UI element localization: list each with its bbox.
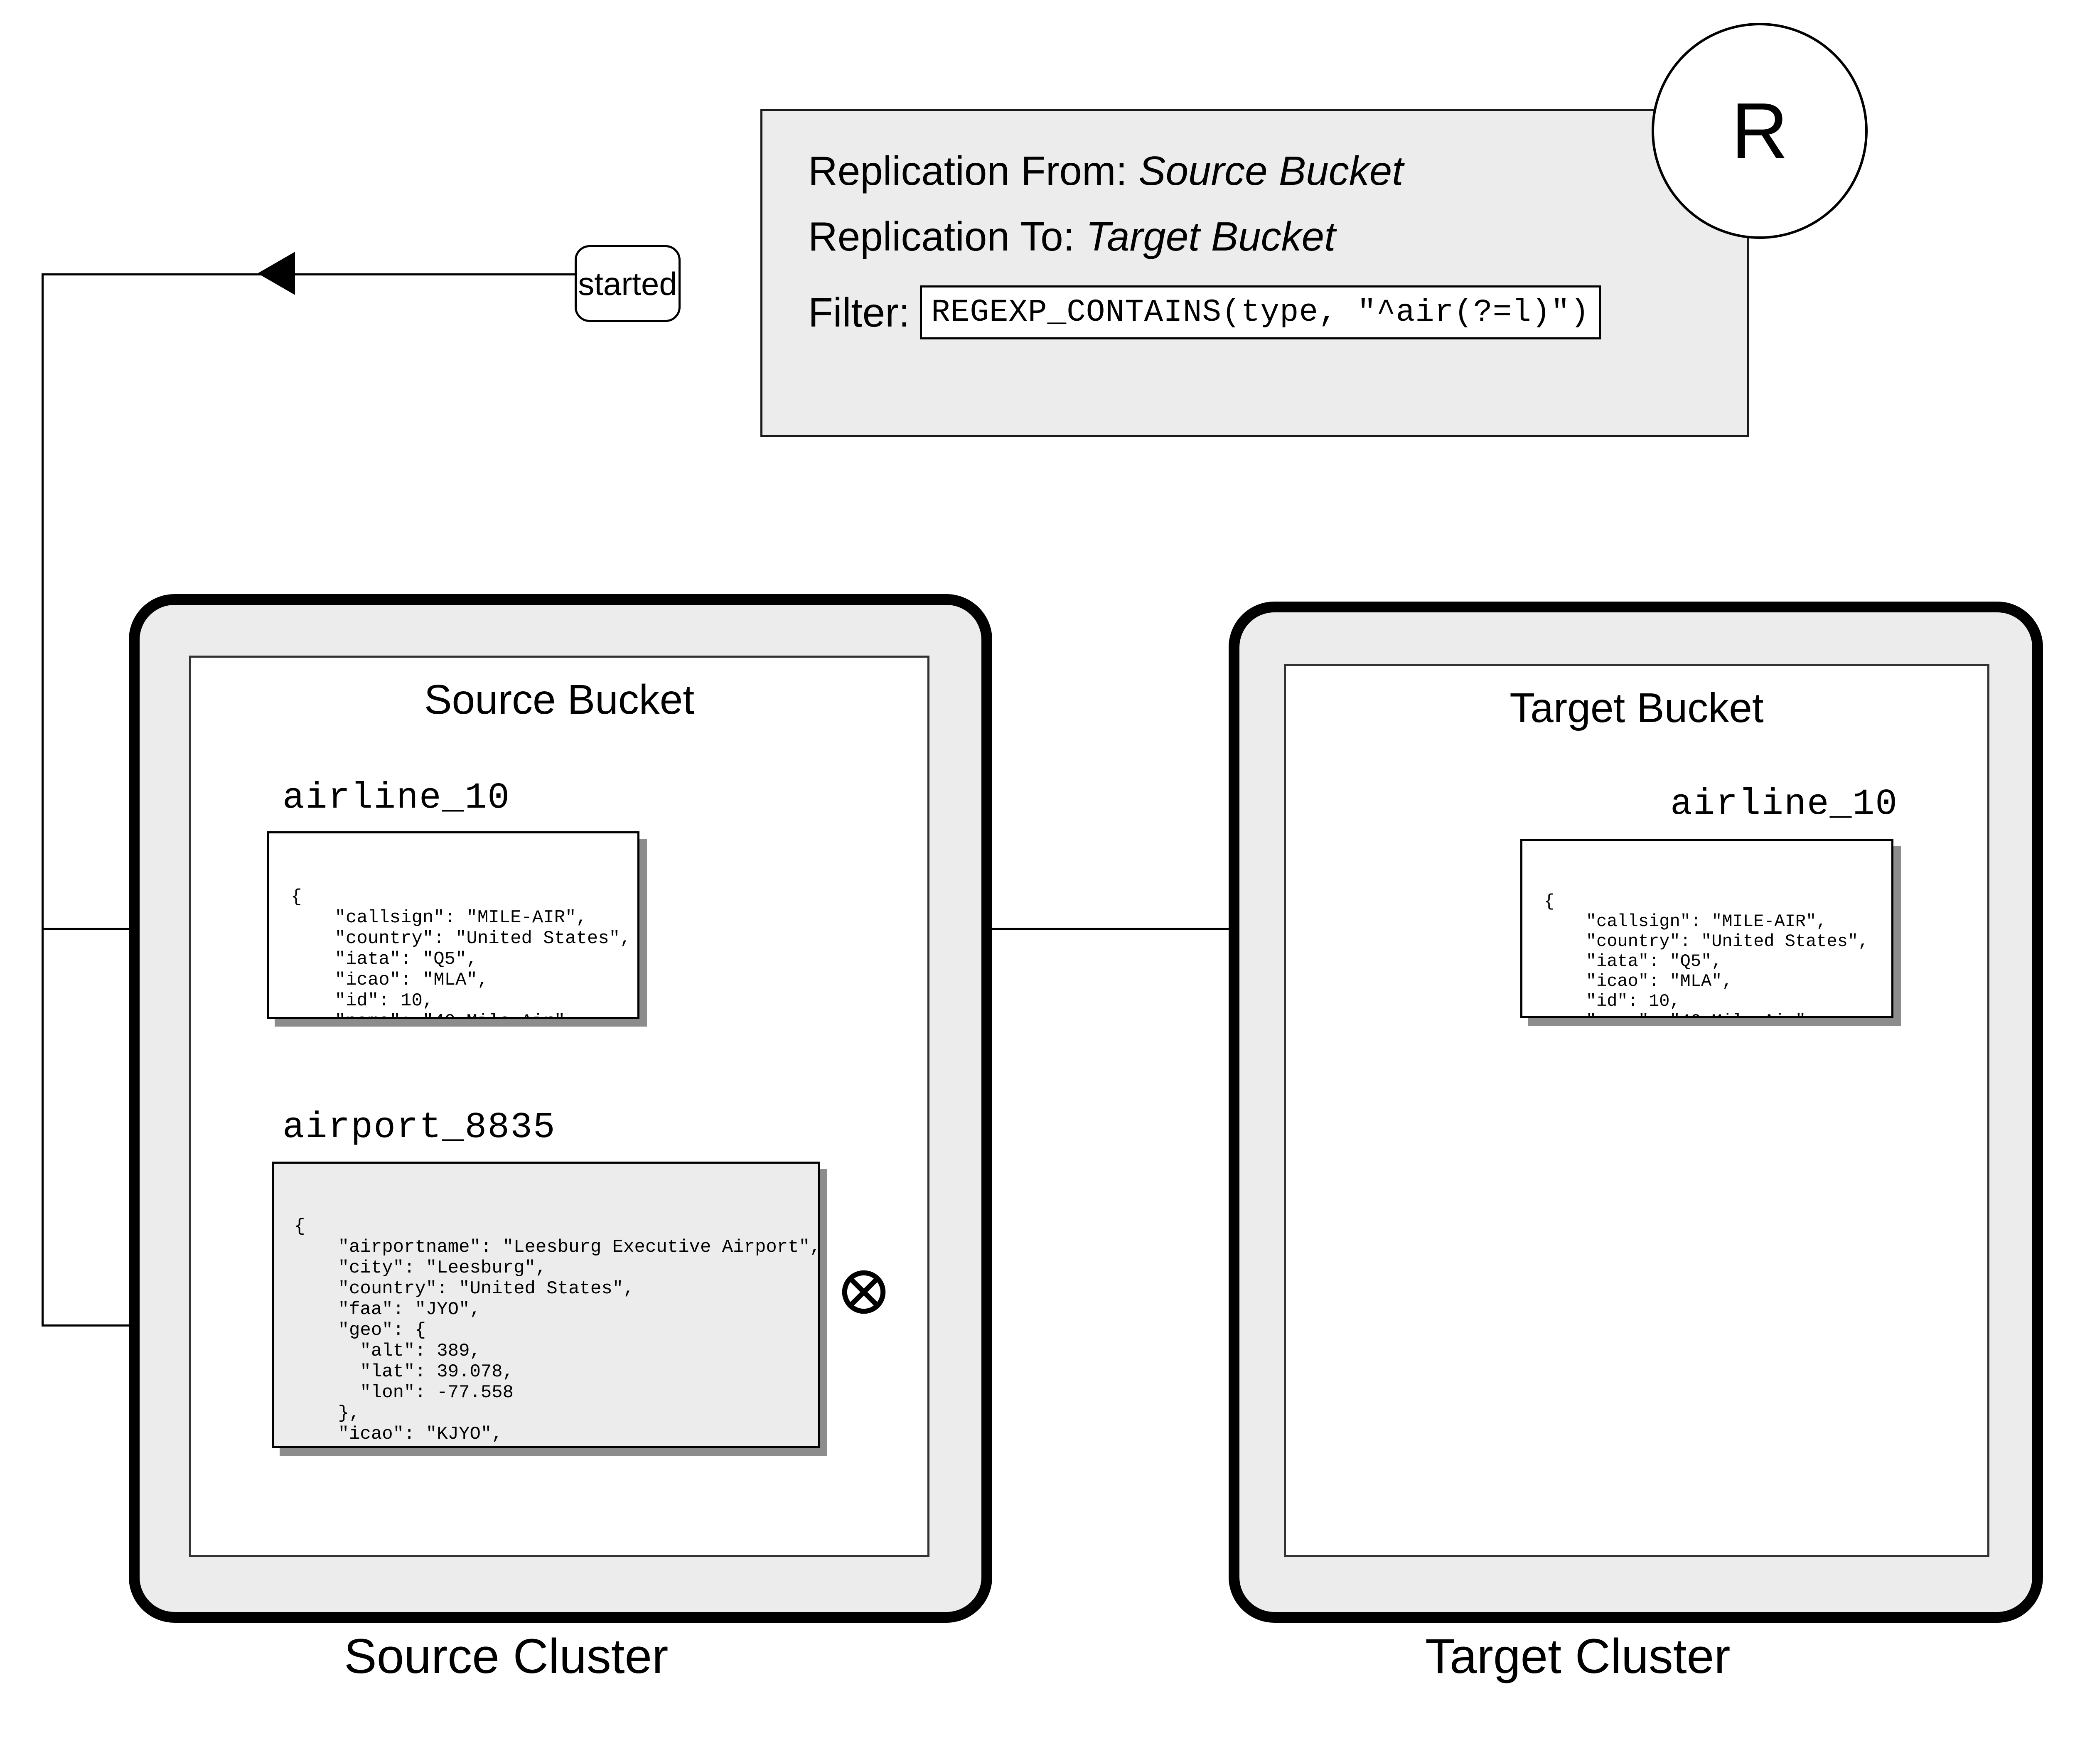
doc-key-airport-8835-source: airport_8835	[283, 1107, 556, 1148]
replication-status-label: started	[578, 265, 677, 302]
replication-status-pill[interactable]: started	[575, 245, 681, 322]
replication-info-panel: Replication From: Source Bucket Replicat…	[760, 109, 1749, 437]
connector-started-to-rail	[42, 273, 577, 275]
target-bucket-box: Target Bucket	[1284, 664, 1989, 1557]
filter-label: Filter:	[808, 290, 910, 335]
replication-to-row: Replication To: Target Bucket	[808, 215, 1335, 258]
document-card-airport-8835-source[interactable]: { "airportname": "Leesburg Executive Air…	[272, 1162, 820, 1448]
doc-key-airline-10-source: airline_10	[283, 778, 511, 819]
target-bucket-title: Target Bucket	[1510, 685, 1764, 731]
replication-badge: R	[1652, 23, 1868, 239]
replication-to-label: Replication To:	[808, 214, 1086, 259]
replication-badge-letter: R	[1731, 87, 1788, 175]
source-cluster-caption: Source Cluster	[344, 1629, 669, 1684]
document-card-airline-10-source[interactable]: { "callsign": "MILE-AIR", "country": "Un…	[267, 831, 639, 1019]
target-cluster-caption: Target Cluster	[1425, 1629, 1731, 1684]
document-json-airline-10-source: { "callsign": "MILE-AIR", "country": "Un…	[291, 887, 631, 1017]
doc-key-airline-10-target: airline_10	[1670, 784, 1898, 825]
arrowhead-started-left	[258, 252, 295, 295]
filter-row: Filter: REGEXP_CONTAINS(type, "^air(?=l)…	[808, 285, 1601, 339]
replication-from-label: Replication From:	[808, 148, 1139, 194]
source-bucket-title: Source Bucket	[424, 676, 695, 723]
connector-left-rail	[42, 273, 44, 1325]
document-json-airline-10-target: { "callsign": "MILE-AIR", "country": "Un…	[1544, 892, 1869, 1016]
document-card-airline-10-target[interactable]: { "callsign": "MILE-AIR", "country": "Un…	[1520, 839, 1893, 1018]
circle-x-icon	[842, 1270, 886, 1314]
document-json-airport-8835-source: { "airportname": "Leesburg Executive Air…	[294, 1216, 820, 1446]
replication-from-value: Source Bucket	[1138, 148, 1404, 194]
replication-from-row: Replication From: Source Bucket	[808, 149, 1404, 192]
replication-to-value: Target Bucket	[1086, 214, 1336, 259]
connector-source-to-target	[636, 928, 1485, 930]
filter-expression-field[interactable]: REGEXP_CONTAINS(type, "^air(?=l)")	[920, 285, 1601, 339]
